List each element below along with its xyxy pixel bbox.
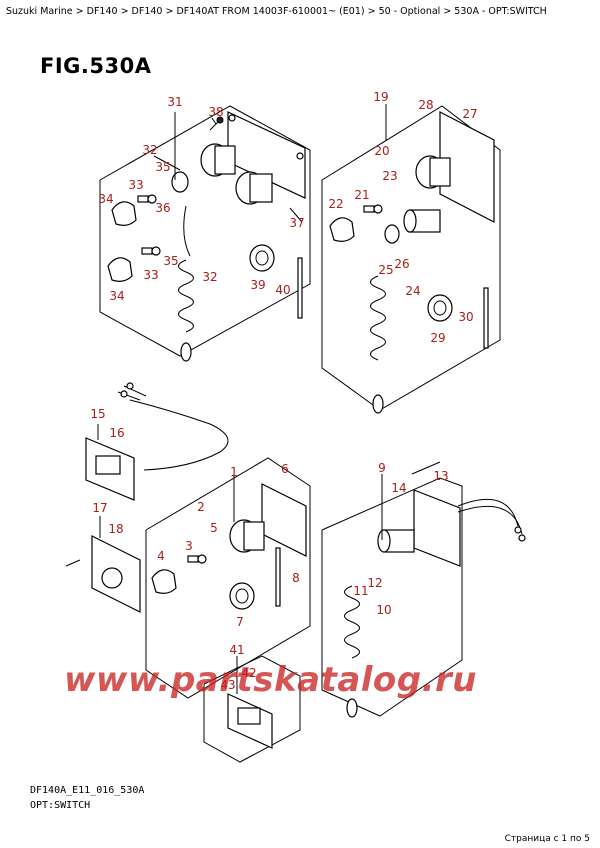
switch-body-left — [171, 143, 236, 193]
diagram-code: DF140A_E11_016_530A — [30, 785, 145, 796]
callout: 32 — [202, 270, 217, 284]
callout: 19 — [373, 90, 388, 104]
callout: 1 — [230, 465, 238, 479]
callout: 3 — [185, 539, 193, 553]
callout: 23 — [382, 169, 397, 183]
callout: 34 — [109, 289, 124, 303]
cap-4 — [151, 569, 177, 594]
switch-plate-16 — [85, 437, 135, 501]
callout: 32 — [142, 143, 157, 157]
harness-15 — [117, 382, 229, 471]
callout: 24 — [405, 284, 420, 298]
callout: 15 — [90, 407, 105, 421]
lanyard-25 — [370, 275, 386, 414]
harness-13 — [457, 498, 526, 542]
callout: 30 — [458, 310, 473, 324]
callout: 36 — [155, 201, 170, 215]
callout: 38 — [208, 105, 223, 119]
switch-plate-18 — [65, 535, 141, 613]
key-33-top — [137, 194, 157, 204]
callout: 14 — [391, 481, 406, 495]
group-outline-top-left — [99, 105, 311, 357]
callout: 25 — [378, 263, 393, 277]
callout: 35 — [155, 160, 170, 174]
switch-body-12 — [377, 529, 415, 553]
cap-22 — [329, 217, 355, 242]
callout: 16 — [109, 426, 124, 440]
group-outline-bottom-center — [203, 655, 301, 763]
bracket-plate-13 — [413, 489, 461, 567]
callout: 21 — [354, 188, 369, 202]
key-33-bottom — [141, 246, 161, 256]
key-3 — [187, 554, 207, 564]
callout: 31 — [167, 95, 182, 109]
callout: 10 — [376, 603, 391, 617]
pagination: Страница с 1 по 5 — [504, 834, 590, 844]
group-outline-bottom-right — [321, 477, 463, 717]
callout: 2 — [197, 500, 205, 514]
callout: 18 — [108, 522, 123, 536]
callout: 22 — [328, 197, 343, 211]
tie-8 — [275, 547, 281, 607]
breadcrumb[interactable]: Suzuki Marine > DF140 > DF140 > DF140AT … — [6, 6, 547, 17]
figure-title: FIG.530A — [40, 54, 152, 78]
cap-7 — [229, 582, 255, 610]
diagram-name: OPT:SWITCH — [30, 800, 91, 811]
cap-29 — [427, 294, 453, 322]
switch-body-20 — [415, 155, 451, 189]
bracket-plate-31 — [227, 111, 306, 199]
callout: 29 — [430, 331, 445, 345]
callout: 27 — [462, 107, 477, 121]
callout: 11 — [353, 584, 368, 598]
callouts: 31 38 32 35 33 34 36 35 33 34 32 37 39 4… — [90, 90, 477, 692]
tie-40 — [297, 257, 303, 319]
switch-plate-41 — [227, 693, 273, 749]
callout: 20 — [374, 144, 389, 158]
callout: 42 — [241, 666, 256, 680]
key-21 — [363, 204, 383, 214]
screw-38 — [209, 116, 224, 131]
callout: 33 — [143, 268, 158, 282]
lanyard-11 — [344, 585, 360, 718]
lanyard-32 — [178, 205, 194, 362]
switch-body-24 — [384, 209, 441, 244]
callout: 13 — [433, 469, 448, 483]
callout: 41 — [229, 643, 244, 657]
group-outline-top-right — [321, 105, 501, 411]
group-outline-center — [145, 457, 311, 699]
switch-body-1 — [229, 519, 265, 553]
callout: 4 — [157, 549, 165, 563]
callout: 33 — [128, 178, 143, 192]
callout: 26 — [394, 257, 409, 271]
callout: 39 — [250, 278, 265, 292]
callout: 12 — [367, 576, 382, 590]
cap-39 — [249, 244, 275, 272]
watermark: www.partskatalog.ru — [64, 660, 478, 700]
cap-34-bottom — [107, 257, 133, 282]
callout: 34 — [98, 192, 113, 206]
tie-30 — [483, 287, 489, 349]
callout: 8 — [292, 571, 300, 585]
callout: 6 — [281, 462, 289, 476]
switch-body-right — [235, 171, 273, 205]
callout: 43 — [220, 678, 235, 692]
bracket-plate-6 — [261, 483, 307, 557]
callout: 5 — [210, 521, 218, 535]
callout: 37 — [289, 216, 304, 230]
callout: 40 — [275, 283, 290, 297]
leader-lines — [97, 104, 441, 694]
callout: 35 — [163, 254, 178, 268]
callout: 28 — [418, 98, 433, 112]
callout: 7 — [236, 615, 244, 629]
callout: 17 — [92, 501, 107, 515]
callout: 9 — [378, 461, 386, 475]
cap-34-top — [111, 201, 137, 226]
